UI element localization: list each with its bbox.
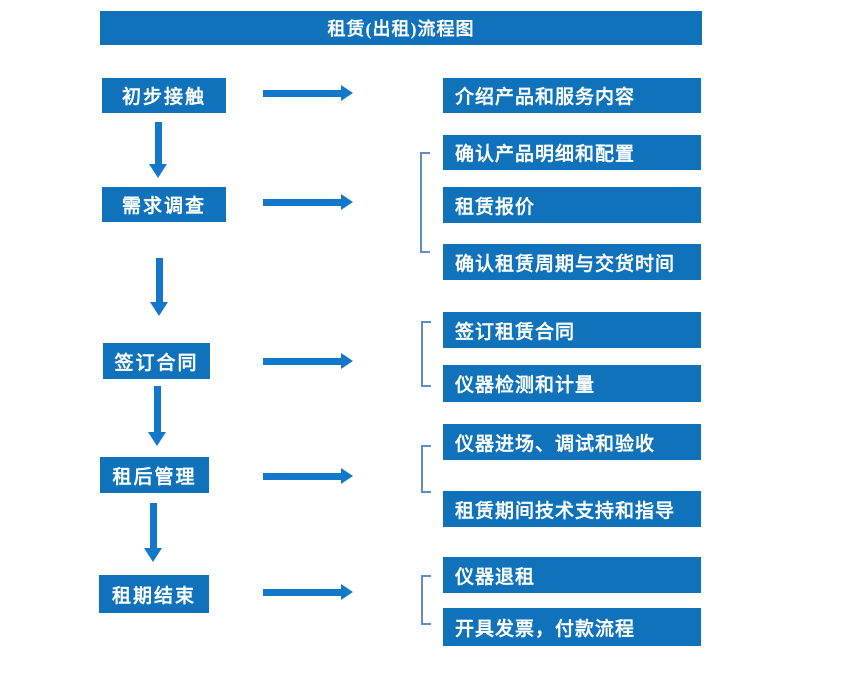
flowchart-title: 租赁(出租)流程图 — [100, 11, 702, 45]
stage-box-post-rental-management: 租后管理 — [100, 457, 209, 493]
output-box-instrument-testing: 仪器检测和计量 — [443, 365, 701, 402]
output-box-confirm-product-spec: 确认产品明细和配置 — [443, 135, 701, 170]
right-arrow-icon — [263, 468, 353, 484]
output-box-tech-support: 租赁期间技术支持和指导 — [443, 491, 701, 527]
right-arrow-icon — [263, 353, 353, 369]
group-bracket-icon — [421, 575, 431, 625]
down-arrow-icon — [150, 258, 168, 316]
group-bracket-icon — [421, 445, 431, 493]
down-arrow-icon — [148, 386, 166, 446]
group-bracket-icon — [420, 152, 430, 253]
down-arrow-icon — [149, 122, 167, 178]
group-bracket-icon — [421, 321, 431, 387]
output-box-sign-rental-contract: 签订租赁合同 — [443, 312, 701, 348]
right-arrow-icon — [263, 85, 353, 101]
stage-box-demand-survey: 需求调查 — [102, 187, 226, 222]
stage-box-sign-contract: 签订合同 — [103, 343, 210, 379]
output-box-confirm-period: 确认租赁周期与交货时间 — [443, 244, 701, 280]
stage-box-initial-contact: 初步接触 — [102, 78, 226, 113]
down-arrow-icon — [144, 503, 162, 562]
output-box-rental-quotation: 租赁报价 — [443, 187, 701, 223]
right-arrow-icon — [263, 584, 353, 600]
output-box-introduce-products: 介绍产品和服务内容 — [443, 78, 701, 113]
output-box-invoice-payment: 开具发票，付款流程 — [443, 608, 701, 646]
output-box-instrument-setup: 仪器进场、调试和验收 — [443, 424, 701, 460]
right-arrow-icon — [263, 194, 353, 210]
stage-box-rental-end: 租期结束 — [99, 575, 209, 613]
output-box-instrument-return: 仪器退租 — [443, 557, 701, 593]
